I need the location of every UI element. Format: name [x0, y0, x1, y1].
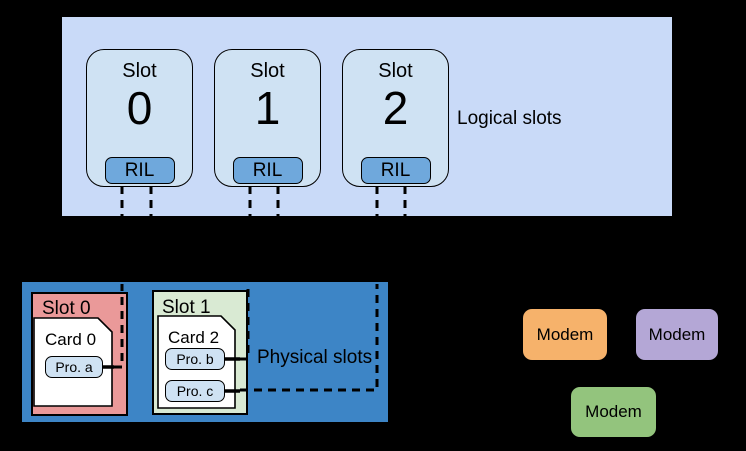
logical-slot-0-ril: RIL: [104, 157, 175, 184]
logical-slot-1-number: 1: [254, 82, 281, 134]
modem-orange: Modem: [523, 309, 607, 360]
card-0-label: Card 0: [45, 330, 97, 349]
physical-slot-0-label: Slot 0: [42, 298, 91, 319]
logical-slot-2-number: 2: [382, 82, 409, 134]
physical-slot-1-label: Slot 1: [162, 297, 211, 318]
logical-slot-1-ril: RIL: [232, 157, 303, 184]
profile-a: Pro. a: [45, 356, 103, 378]
logical-slot-2-ril: RIL: [360, 157, 431, 184]
profile-b: Pro. b: [165, 348, 225, 370]
logical-slot-1-title: Slot: [250, 60, 285, 82]
logical-slot-2-title: Slot: [378, 60, 413, 82]
physical-slots-label: Physical slots: [257, 347, 373, 368]
card-2-label: Card 2: [168, 328, 220, 347]
logical-slot-0-title: Slot: [122, 60, 157, 82]
logical-slots-label: Logical slots: [457, 108, 562, 129]
logical-slot-1: Slot 1 RIL: [214, 49, 321, 187]
logical-slot-0-number: 0: [126, 82, 153, 134]
modem-purple: Modem: [636, 309, 718, 360]
logical-slot-0: Slot 0 RIL: [86, 49, 193, 187]
modem-green: Modem: [571, 387, 656, 437]
logical-slot-2: Slot 2 RIL: [342, 49, 449, 187]
profile-c: Pro. c: [165, 380, 225, 402]
